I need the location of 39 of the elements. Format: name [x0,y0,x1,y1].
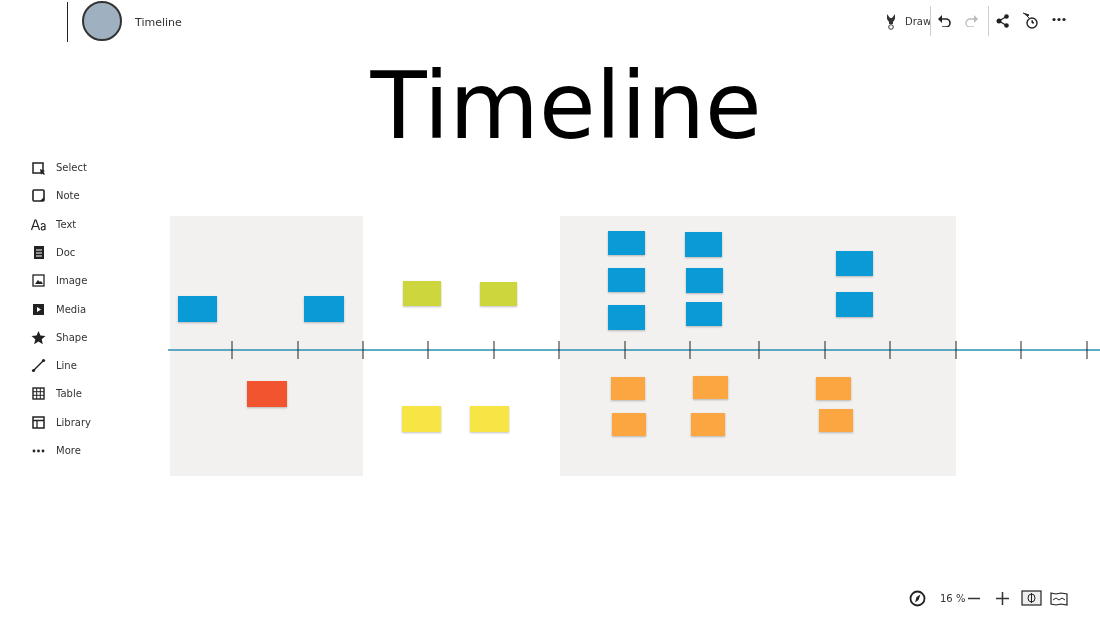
frame-panel [560,216,760,476]
frame-panel [760,216,956,476]
tool-label: Text [56,218,77,230]
sticky-note [608,305,645,330]
sticky-note [247,381,287,407]
page-title: Timeline [369,52,763,162]
sticky-note [470,406,509,432]
tool-label: Image [56,275,88,287]
sticky-note [612,413,646,436]
sticky-note [304,296,344,322]
tool-label: Doc [56,246,76,258]
sticky-note [686,302,722,326]
tool-label: Library [56,416,91,428]
tool-label: Shape [56,331,88,343]
sticky-note [686,268,723,293]
sticky-note [178,296,217,322]
tool-label: Media [56,303,87,315]
sticky-note [836,251,873,276]
draw-label: Draw [905,16,932,27]
frame-panel [170,216,363,476]
sticky-note [836,292,873,317]
sticky-note [403,281,441,306]
sticky-note [608,268,645,292]
sticky-note [819,409,853,432]
tool-label: Select [56,162,87,173]
sticky-note [691,413,725,436]
zoom-level: 16 % [940,593,966,604]
file-name: Timeline [135,16,182,29]
sticky-note [685,232,722,257]
sticky-note [693,376,728,399]
tool-label: Table [56,388,82,400]
tool-label: Note [56,190,80,202]
sticky-note [816,377,851,400]
tool-label: More [56,445,81,456]
tool-label: Line [56,360,77,372]
sticky-note [611,377,645,400]
sticky-note [608,231,645,255]
sticky-note [402,406,441,432]
sticky-note [480,282,517,306]
